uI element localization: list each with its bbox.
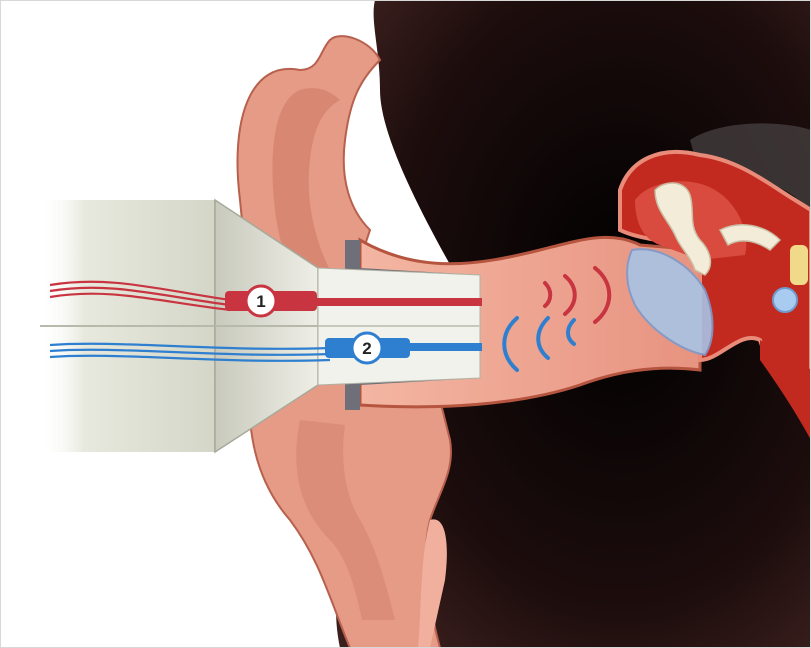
callout-1-label: 1 [256, 292, 265, 311]
cochlear-nerve [790, 245, 808, 285]
round-window [773, 288, 797, 312]
blue-tube-end [410, 343, 482, 351]
callout-2: 2 [352, 333, 382, 363]
red-tube-end [317, 298, 482, 306]
callout-2-label: 2 [362, 339, 371, 358]
callout-1: 1 [246, 286, 276, 316]
